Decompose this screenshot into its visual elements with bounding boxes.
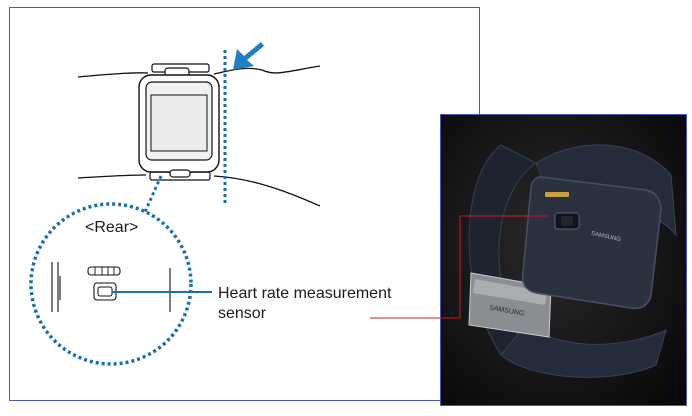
- zoom-circle: [29, 202, 193, 366]
- buckle-highlight: [473, 279, 547, 305]
- arm-top-left: [77, 72, 149, 78]
- watch-photo: SAMSUNG SAMSUNG: [461, 144, 677, 378]
- rear-case-outline: [51, 262, 171, 312]
- photo-panel: SAMSUNG SAMSUNG: [440, 114, 687, 406]
- watch-body: [521, 176, 662, 310]
- arm-bottom-right: [213, 175, 321, 207]
- contact-pins: [94, 267, 115, 275]
- diagram-panel: [9, 7, 480, 401]
- home-button: [169, 169, 191, 178]
- charging-pins: [545, 192, 569, 197]
- arm-bottom-left: [77, 174, 147, 179]
- arm-top-right: [213, 65, 321, 75]
- watch-screen: [150, 94, 208, 152]
- charging-contacts: [87, 266, 121, 276]
- rear-label: <Rear>: [85, 219, 139, 236]
- sensor-lens: [561, 216, 573, 226]
- rear-sensor-inner: [97, 286, 113, 297]
- sensor-label: Heart rate measurement sensor: [218, 285, 392, 322]
- pointer-arrow-icon: [233, 42, 264, 70]
- zoom-connector-line: [143, 175, 163, 213]
- strap-bottom: [500, 324, 667, 378]
